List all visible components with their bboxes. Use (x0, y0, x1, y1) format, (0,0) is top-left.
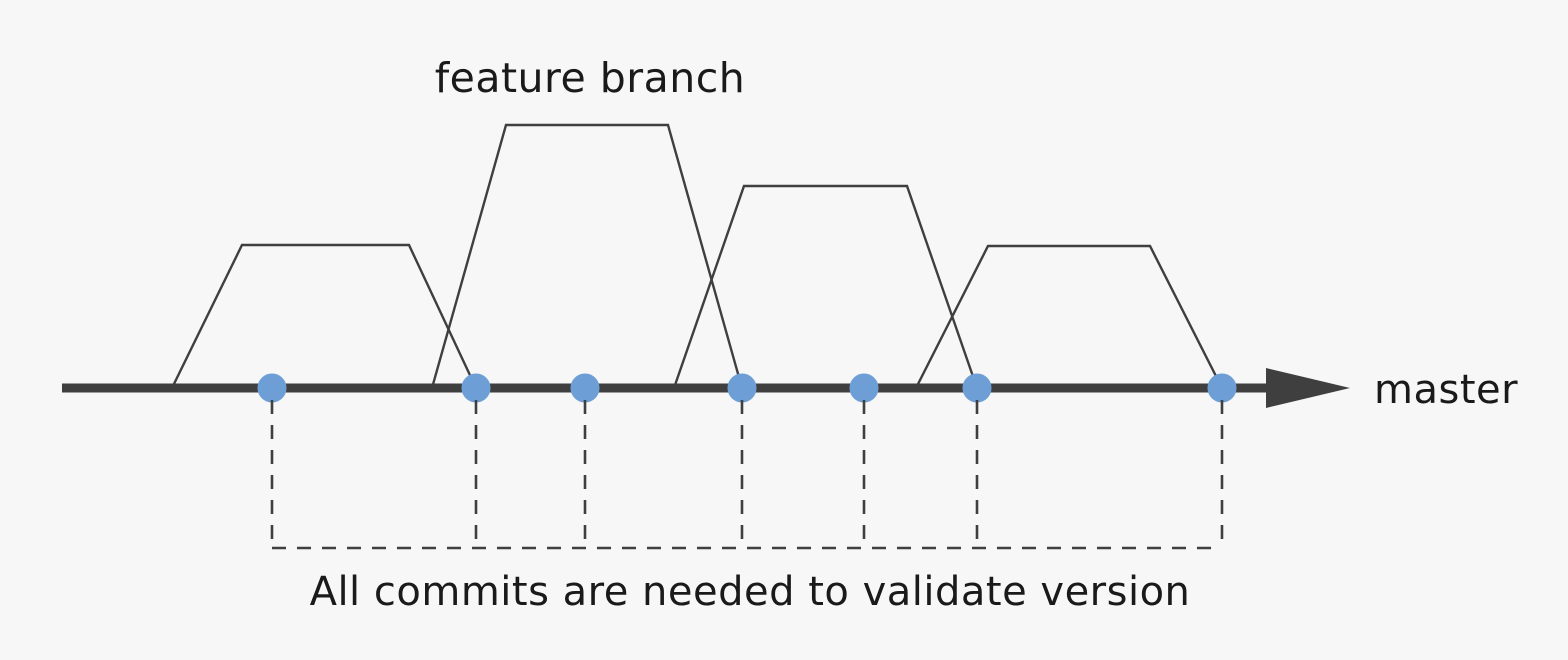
caption-label: All commits are needed to validate versi… (310, 569, 1191, 615)
branch-path-b3 (672, 184, 979, 389)
master-arrow-icon (1266, 368, 1350, 408)
feature-branch-label: feature branch (435, 54, 746, 102)
branch-path-b1 (170, 243, 478, 389)
master-label: master (1374, 367, 1518, 413)
commit-dot-c4[interactable] (727, 373, 757, 403)
commit-dot-c2[interactable] (461, 373, 491, 403)
branch-path-b4 (914, 244, 1224, 389)
commit-dots (257, 373, 1237, 403)
branch-path-b2 (430, 123, 744, 389)
commit-dot-c3[interactable] (570, 373, 600, 403)
commit-dot-c1[interactable] (257, 373, 287, 403)
feature-branch-paths (170, 123, 1224, 389)
commit-dot-c7[interactable] (1207, 373, 1237, 403)
commit-range-bracket (270, 400, 1224, 550)
commit-dot-c5[interactable] (849, 373, 879, 403)
commit-dot-c6[interactable] (962, 373, 992, 403)
